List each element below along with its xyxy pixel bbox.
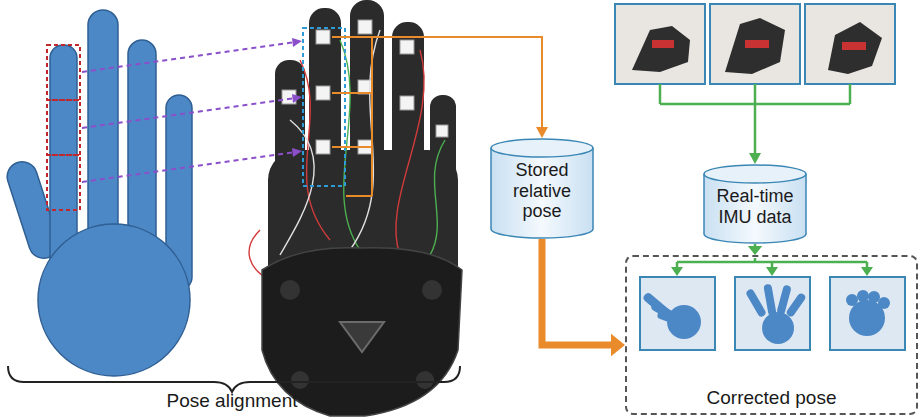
- arrow-head: [748, 246, 762, 255]
- pose-tile: [868, 291, 880, 303]
- sensor-glove: [280, 120, 314, 255]
- pose-tile: [846, 294, 858, 306]
- data-line: [659, 84, 662, 104]
- hand-photo: [842, 42, 866, 50]
- pose-tile: [762, 312, 794, 344]
- hand-photo: [805, 4, 895, 84]
- hand-photo: [615, 4, 705, 84]
- arrow-head: [861, 267, 873, 276]
- sensor-glove: [316, 86, 330, 100]
- data-line: [754, 104, 757, 154]
- pose-tile: [640, 277, 905, 350]
- sensor-glove: [358, 20, 372, 34]
- arrow-head: [766, 267, 778, 276]
- finger-segment-box: [47, 45, 80, 210]
- pose-tile: [745, 288, 767, 318]
- arrow-head: [671, 267, 683, 276]
- pose-tile: [785, 292, 806, 318]
- finger-segment-box: [47, 45, 80, 100]
- alignment-arrow: [82, 42, 296, 72]
- sensor-glove: [280, 280, 300, 300]
- arrow-head: [671, 267, 873, 276]
- hand-photo: [652, 40, 674, 48]
- sensor-line: [371, 37, 373, 196]
- sensor-glove: [400, 96, 414, 110]
- sensor-line: [372, 37, 542, 128]
- hand-photo: [632, 26, 690, 72]
- sensor-glove: [340, 40, 360, 250]
- sensor-line: [332, 146, 372, 148]
- arrow-head: [749, 153, 761, 164]
- hand-photo: [745, 40, 769, 48]
- arrow-head: [611, 334, 625, 356]
- pose-tile: [656, 309, 682, 326]
- cylinder-top: [491, 139, 593, 157]
- sensor-line: [346, 195, 372, 197]
- arrow-head: [292, 38, 302, 157]
- caption-label: Pose alignment: [0, 390, 464, 412]
- hand-photo: [725, 18, 785, 74]
- pose-tile: [763, 284, 776, 317]
- sensor-glove: [282, 20, 448, 154]
- dashed-group-box: Corrected pose: [625, 255, 918, 415]
- brace: [8, 366, 460, 392]
- pose-tile: [878, 297, 890, 309]
- sensor-glove: [303, 28, 345, 186]
- sensor-glove: [340, 322, 384, 352]
- sensor-glove: [249, 0, 462, 416]
- hand-photo: [710, 4, 800, 84]
- node-label: Corrected pose: [627, 387, 916, 409]
- sensor-glove: [396, 50, 424, 255]
- sensor-glove: [436, 125, 448, 137]
- hand-photo: [615, 4, 895, 84]
- finger-segment-box: [47, 100, 80, 155]
- alignment-arrow: [82, 98, 296, 128]
- pose-tile: [830, 277, 905, 350]
- arrow-head: [292, 148, 302, 157]
- sensor-glove: [416, 371, 434, 389]
- sensor-glove: [316, 140, 330, 154]
- arrow-head: [292, 38, 302, 47]
- alignment-arrow: [82, 152, 296, 182]
- connector: [542, 239, 625, 356]
- database-cylinder: Real-time IMU data: [703, 164, 807, 244]
- hand-model: [3, 10, 192, 376]
- pose-tile: [735, 277, 810, 350]
- finger-segment-box: [47, 155, 80, 210]
- sensor-glove: [430, 140, 445, 255]
- pose-tile: [857, 290, 869, 302]
- pose-tile: [640, 277, 715, 350]
- sensor-glove: [400, 40, 414, 54]
- sensor-glove: [350, 30, 380, 250]
- sensor-line: [332, 36, 372, 38]
- node-label: Real-time IMU data: [703, 164, 807, 237]
- sensor-glove: [316, 30, 330, 44]
- connector-line: [542, 239, 612, 345]
- cylinder-top: [704, 165, 806, 183]
- data-line: [660, 84, 850, 154]
- arrow-head: [536, 127, 548, 138]
- data-line: [849, 84, 852, 104]
- connector: [748, 244, 762, 255]
- sensor-glove: [291, 371, 309, 389]
- sensor-glove: [300, 60, 330, 240]
- alignment-arrow: [82, 42, 296, 182]
- hand-model: [38, 224, 190, 376]
- hand-photo: [828, 22, 882, 74]
- data-line: [677, 258, 867, 268]
- data-line: [754, 84, 757, 104]
- sensor-line: [332, 92, 372, 94]
- node-label: Stored relative pose: [490, 138, 594, 232]
- arrow-head: [292, 94, 302, 103]
- database-cylinder: Stored relative pose: [490, 138, 594, 239]
- sensor-glove: [422, 280, 442, 300]
